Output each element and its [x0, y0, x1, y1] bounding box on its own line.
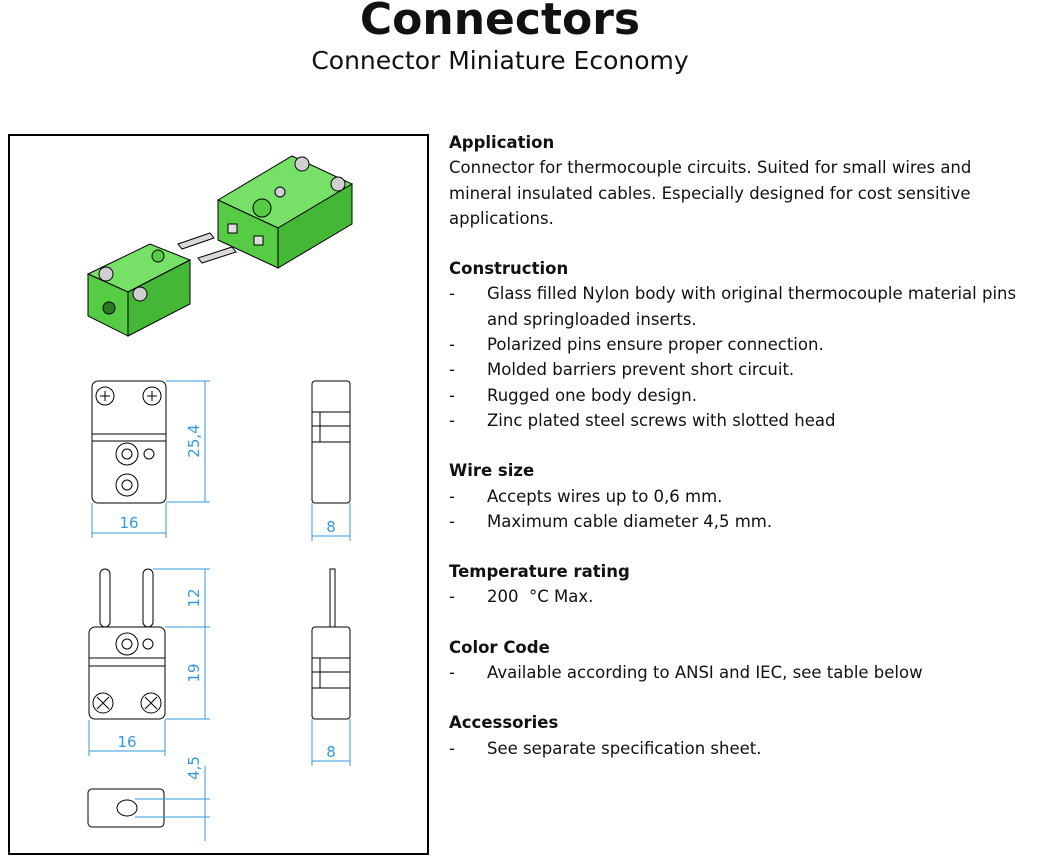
page-title: Connectors [359, 0, 641, 45]
list-item: -Zinc plated steel screws with slotted h… [449, 410, 836, 430]
dimension-lines-front [91, 380, 210, 538]
section-construction: Construction -Glass filled Nylon body wi… [449, 256, 1029, 433]
side-view-male [311, 568, 351, 720]
list-item: -Available according to ANSI and IEC, se… [449, 663, 923, 683]
list-item: -Accepts wires up to 0,6 mm. [449, 486, 723, 506]
heading-construction: Construction [449, 259, 569, 279]
dim-side-width-bottom: 8 [326, 743, 336, 761]
dim-thickness: 4,5 [185, 756, 203, 780]
dim-side-width-top: 8 [326, 518, 336, 536]
dimension-lines-bottom [135, 766, 210, 841]
side-view-female [311, 380, 351, 504]
application-paragraph: Connector for thermocouple circuits. Sui… [449, 158, 972, 228]
list-item: -Maximum cable diameter 4,5 mm. [449, 511, 773, 531]
dimension-lines-side-top [311, 503, 351, 541]
dim-top-height: 25,4 [185, 424, 203, 457]
list-item: -200 °C Max. [449, 587, 594, 607]
heading-wire-size: Wire size [449, 461, 535, 481]
spec-text: Application Connector for thermocouple c… [449, 130, 1029, 786]
dim-pin-length: 12 [185, 588, 203, 607]
dimension-lines-side-bottom [311, 719, 351, 766]
front-view-male [88, 568, 166, 720]
bottom-view [87, 788, 165, 828]
section-color-code: Color Code -Available according to ANSI … [449, 635, 1029, 686]
section-application: Application Connector for thermocouple c… [449, 130, 1029, 231]
list-item: -Polarized pins ensure proper connection… [449, 335, 824, 355]
technical-drawing: 25,4 16 8 [86, 155, 354, 841]
dim-bottom-width: 16 [117, 733, 136, 751]
heading-accessories: Accessories [449, 713, 559, 733]
technical-drawing-frame: 25,4 16 8 [8, 134, 429, 855]
dim-body-height: 19 [185, 663, 203, 682]
dim-top-width: 16 [119, 514, 138, 532]
heading-application: Application [449, 133, 555, 152]
list-item: -Molded barriers prevent short circuit. [449, 360, 795, 380]
list-item: -See separate specification sheet. [449, 738, 762, 758]
connector-3d-illustration [86, 155, 354, 337]
dimension-lines-male [88, 568, 210, 756]
front-view-female [91, 380, 167, 504]
heading-color-code: Color Code [449, 637, 550, 657]
heading-temperature: Temperature rating [449, 562, 630, 582]
section-temperature: Temperature rating -200 °C Max. [449, 559, 1029, 610]
page-subtitle: Connector Miniature Economy [311, 46, 689, 75]
section-accessories: Accessories -See separate specification … [449, 710, 1029, 761]
list-item: -Rugged one body design. [449, 385, 697, 405]
list-item: -Glass filled Nylon body with original t… [449, 284, 1017, 329]
section-wire-size: Wire size -Accepts wires up to 0,6 mm. -… [449, 458, 1029, 534]
